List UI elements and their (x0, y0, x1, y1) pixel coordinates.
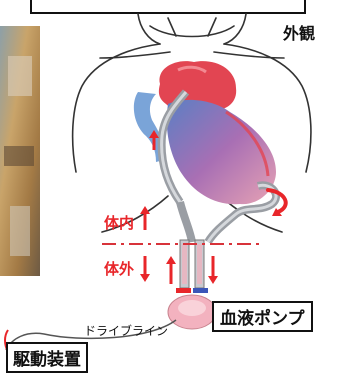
inside-body-label: 体内 (104, 214, 135, 232)
drive-unit-label: 駆動装置 (6, 342, 88, 373)
arrow-down-icon (208, 276, 218, 284)
outside-body-label: 体外 (104, 260, 135, 278)
curved-arrow-icon (266, 188, 288, 214)
device-photo (0, 26, 40, 276)
top-frame (30, 0, 306, 14)
arrow-up-icon (149, 130, 159, 138)
blood-pump-label: 血液ポンプ (212, 301, 313, 332)
drive-line-label: ドライブライン (84, 324, 169, 338)
exterior-label: 外観 (283, 24, 316, 43)
